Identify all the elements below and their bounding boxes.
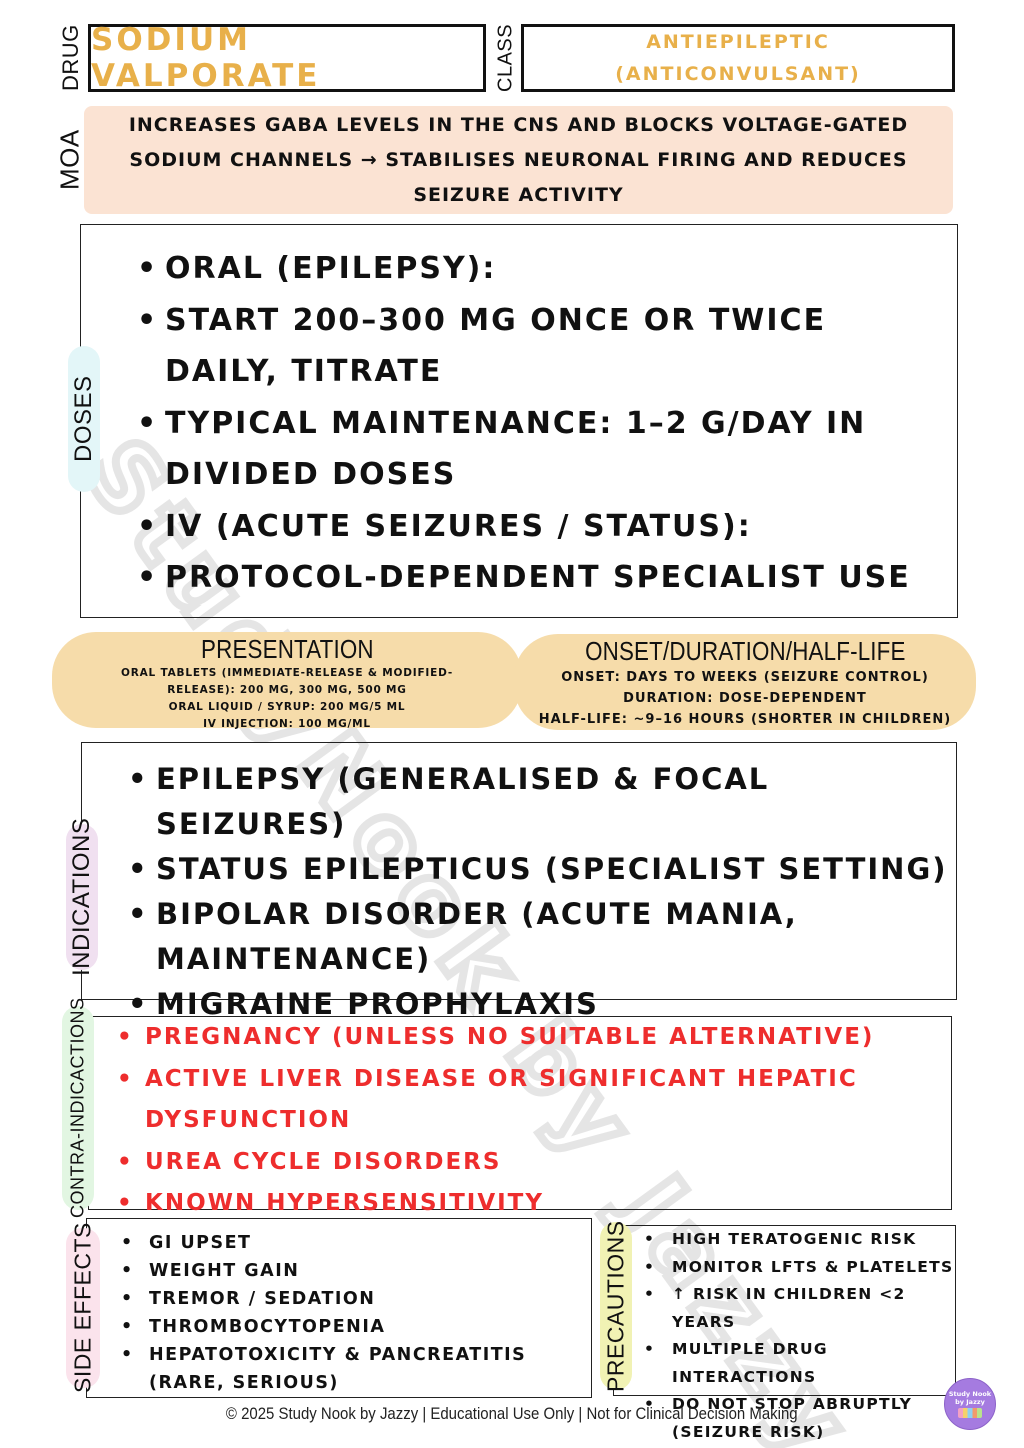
doses-list: Oral (epilepsy): Start 200–300 mg once o… [131, 243, 941, 604]
side-effects-list: GI upset Weight gain Tremor / sedation T… [115, 1229, 595, 1397]
doses-label: DOSES [68, 346, 100, 492]
drug-class-box: Antiepileptic (Anticonvulsant) [521, 24, 955, 92]
contraindication-item: Urea cycle disorders [111, 1142, 941, 1184]
dose-item: Start 200–300 mg once or twice daily, ti… [131, 295, 941, 398]
side-effect-item: GI upset [115, 1229, 595, 1257]
precautions-list: High teratogenic risk Monitor LFTs & pla… [638, 1226, 958, 1446]
precautions-box: High teratogenic risk Monitor LFTs & pla… [613, 1225, 956, 1441]
doses-box: Oral (epilepsy): Start 200–300 mg once o… [80, 224, 958, 618]
contraindications-label: CONTRA-INDICACTIONS [62, 998, 94, 1218]
indications-label: INDICATIONS [66, 818, 98, 976]
side-effect-item: Weight gain [115, 1257, 595, 1285]
moa-label: MOA [54, 129, 85, 191]
onset-lines: Onset: days to weeks (seizure control) D… [514, 667, 976, 730]
precaution-item: Multiple drug interactions [638, 1336, 958, 1391]
study-nook-logo-badge: Study Nook by Jazzy [944, 1378, 996, 1430]
precaution-item: ↑ risk in children <2 years [638, 1281, 958, 1336]
drug-class-line1: Antiepileptic [646, 31, 830, 53]
badge-line1: Study Nook [948, 1390, 992, 1398]
drug-name: Sodium Valporate [91, 22, 321, 94]
presentation-line: IV injection: 100 mg/mL [203, 718, 371, 730]
presentation-panel: PRESENTATION Oral tablets (immediate-rel… [52, 632, 522, 730]
contraindication-item: Active liver disease or significant hepa… [111, 1059, 941, 1142]
side-effects-box: GI upset Weight gain Tremor / sedation T… [86, 1218, 592, 1398]
badge-line2: by Jazzy [955, 1398, 985, 1406]
dose-item: Protocol-dependent specialist use [131, 552, 941, 604]
onset-title: ONSET/DURATION/HALF-LIFE [584, 636, 906, 666]
side-effects-label: SIDE EFFECTS [66, 1223, 100, 1393]
indication-item: Migraine prophylaxis [122, 982, 952, 1027]
side-effect-item: Tremor / sedation [115, 1285, 595, 1313]
indication-item: Bipolar disorder (acute mania, maintenan… [122, 892, 952, 982]
precautions-label: PRECAUTIONS [600, 1220, 632, 1392]
contraindication-item: Known hypersensitivity [111, 1183, 941, 1225]
precaution-item: High teratogenic risk [638, 1226, 958, 1254]
presentation-lines: Oral tablets (immediate-release & modifi… [52, 665, 522, 733]
dose-item: Typical maintenance: 1–2 g/day in divide… [131, 398, 941, 501]
contraindications-box: Pregnancy (unless no suitable alternativ… [88, 1016, 952, 1224]
contraindication-item: Pregnancy (unless no suitable alternativ… [111, 1017, 941, 1059]
onset-line: Half-life: ~9–16 hours (shorter in child… [538, 712, 952, 727]
side-effect-item: Thrombocytopenia [115, 1313, 595, 1341]
indications-list: Epilepsy (generalised & focal seizures) … [122, 757, 952, 1027]
drug-label: DRUG [58, 24, 83, 92]
indication-item: Status epilepticus (specialist setting) [122, 847, 952, 892]
presentation-line: Oral liquid / syrup: 200 mg/5 mL [168, 701, 406, 713]
contraindications-list: Pregnancy (unless no suitable alternativ… [111, 1017, 941, 1225]
presentation-title: PRESENTATION [200, 634, 374, 664]
dose-item: Oral (epilepsy): [131, 243, 941, 295]
dose-item: IV (acute seizures / status): [131, 501, 941, 553]
presentation-line: Oral tablets (immediate-release & modifi… [121, 667, 453, 696]
class-label: CLASS [494, 23, 517, 93]
onset-line: Onset: days to weeks (seizure control) [561, 670, 929, 685]
footer-copyright: © 2025 Study Nook by Jazzy | Educational… [225, 1404, 798, 1423]
books-icon [958, 1408, 982, 1418]
drug-class: Antiepileptic (Anticonvulsant) [615, 26, 861, 90]
drug-name-box: Sodium Valporate [88, 22, 486, 94]
side-effect-item: Hepatotoxicity & pancreatitis (rare, ser… [115, 1341, 595, 1397]
indication-item: Epilepsy (generalised & focal seizures) [122, 757, 952, 847]
moa-box: Increases GABA levels in the CNS and blo… [84, 106, 953, 214]
moa-text: Increases GABA levels in the CNS and blo… [128, 113, 909, 206]
onset-line: Duration: dose-dependent [623, 691, 867, 706]
precaution-item: Monitor LFTs & platelets [638, 1254, 958, 1282]
onset-panel: ONSET/DURATION/HALF-LIFE Onset: days to … [514, 634, 976, 730]
precaution-item: Do not stop abruptly (seizure risk) [638, 1391, 958, 1446]
drug-class-line2: (Anticonvulsant) [615, 63, 861, 85]
indications-box: Epilepsy (generalised & focal seizures) … [81, 742, 957, 1027]
